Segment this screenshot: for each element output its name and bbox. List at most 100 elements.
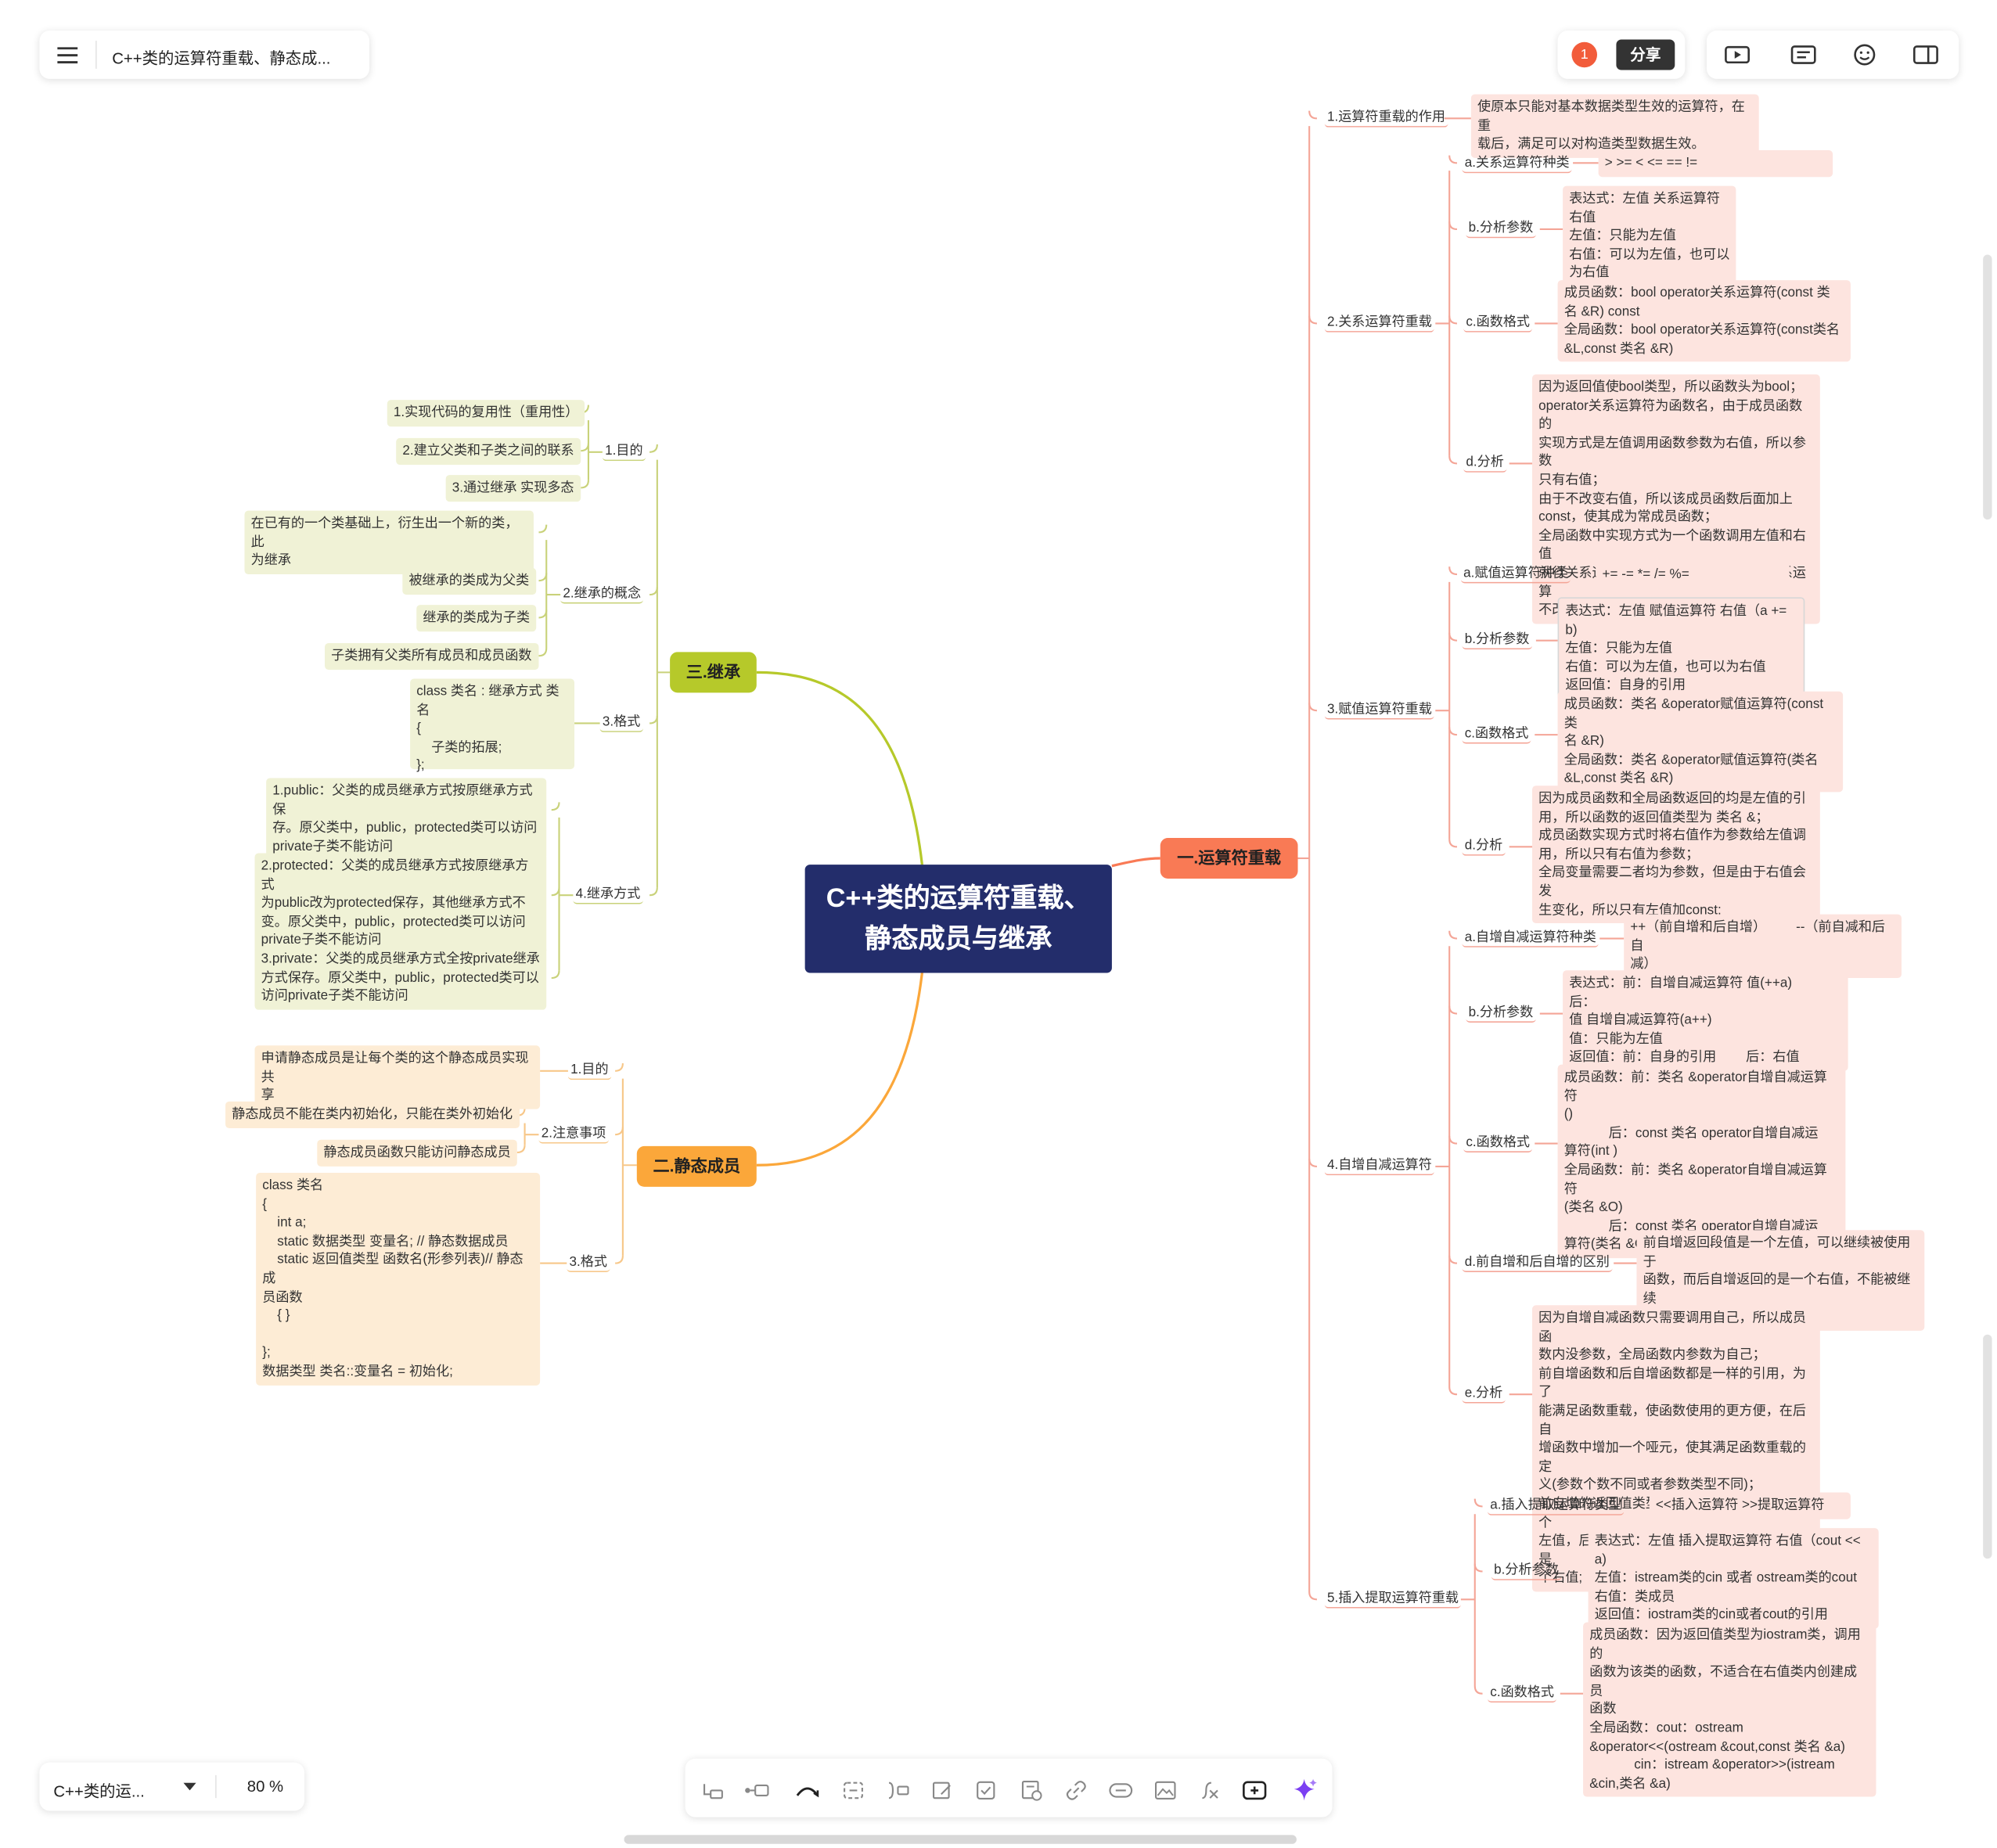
b3-s2-elbow-3 xyxy=(538,648,548,657)
b1-s5-a-label[interactable]: a.插入提取运算符类型 xyxy=(1488,1496,1625,1515)
b3-s1-i2[interactable]: 2.建立父类和子类之间的联系 xyxy=(396,437,581,465)
child-topic-icon[interactable] xyxy=(743,1777,771,1805)
b1-s5-elbow-2 xyxy=(1473,1685,1483,1695)
b3-s2-i1[interactable]: 在已有的一个类基础上，衍生出一个新的类，此 为继承 xyxy=(244,510,534,574)
b3-s2-elbow-0 xyxy=(538,524,548,534)
b1-s5-b-text[interactable]: 表达式：左值 插入提取运算符 右值（cout << a) 左值：istream类… xyxy=(1588,1528,1879,1629)
outline-view-icon[interactable] xyxy=(1790,43,1816,66)
b1-s3-c-text[interactable]: 成员函数：类名 &operator赋值运算符(const 类 名 &R) 全局函… xyxy=(1557,691,1844,793)
connector-curve-icon[interactable] xyxy=(793,1777,822,1805)
sibling-topic-icon[interactable] xyxy=(698,1777,726,1805)
b3-spine-elbow-2 xyxy=(649,715,658,724)
branch-static-members[interactable]: 二.静态成员 xyxy=(636,1145,757,1187)
b1-s4-b-label[interactable]: b.分析参数 xyxy=(1466,1004,1536,1023)
b3-s4-i1[interactable]: 1.public：父类的成员继承方式按原继承方式保 存。原父类中，public，… xyxy=(266,778,547,861)
vertical-scrollbar-bottom[interactable] xyxy=(1983,1334,1992,1559)
b2-s2-i1[interactable]: 静态成员不能在类内初始化，只能在类外初始化 xyxy=(225,1101,520,1128)
b1-s5-c-text[interactable]: 成员函数：因为返回值类型为iostram类，调用的 函数为该类的函数，不适合在右… xyxy=(1583,1622,1876,1798)
b2-s2-i2[interactable]: 静态成员函数只能访问静态成员 xyxy=(317,1139,517,1167)
b2-s1-text[interactable]: 申请静态成员是让每个类的这个静态成员实现共 享 xyxy=(254,1045,541,1109)
branch-operator-overload[interactable]: 一.运算符重载 xyxy=(1160,837,1298,879)
document-select[interactable]: C++类的运... xyxy=(53,1782,145,1801)
b1-s4-b-text[interactable]: 表达式：前：自增自减运算符 值(++a) 后： 值 自增自减运算符(a++) 值… xyxy=(1563,970,1848,1071)
b1-s3-a-label[interactable]: a.赋值运算符种类 xyxy=(1460,564,1571,584)
document-title[interactable]: C++类的运算符重载、静态成... xyxy=(112,49,331,68)
b3-s2-i2[interactable]: 被继承的类成为父类 xyxy=(402,567,536,595)
root-topic[interactable]: C++类的运算符重载、静态成员与继承 xyxy=(804,865,1112,973)
task-icon[interactable] xyxy=(1017,1777,1045,1805)
chevron-down-icon[interactable] xyxy=(182,1779,198,1795)
b3-s4-elbow-0 xyxy=(551,802,560,811)
b1-s4-label[interactable]: 4.自增自减运算符 xyxy=(1324,1156,1435,1176)
b1-s5-b-label[interactable]: b.分析参数 xyxy=(1491,1561,1562,1580)
b1-s3-elbow-2 xyxy=(1448,727,1458,736)
summary-icon[interactable] xyxy=(840,1777,868,1805)
b3-s2-i4[interactable]: 子类拥有父类所有成员和成员函数 xyxy=(325,642,538,670)
b1-s5-label[interactable]: 5.插入提取运算符重载 xyxy=(1324,1589,1462,1609)
boundary-icon[interactable] xyxy=(884,1777,912,1805)
ai-sparkle-icon[interactable] xyxy=(1291,1777,1319,1805)
b3-s1-label[interactable]: 1.目的 xyxy=(602,442,646,462)
b3-s4-i2[interactable]: 2.protected：父类的成员继承方式按原继承方式 为public改为pro… xyxy=(254,853,547,955)
b3-s2-i3[interactable]: 继承的类成为子类 xyxy=(416,605,537,631)
b1-s2-a-text[interactable]: > >= < <= == != xyxy=(1598,150,1833,177)
emoji-icon[interactable] xyxy=(1852,42,1878,68)
notification-badge[interactable]: 1 xyxy=(1571,41,1598,68)
vertical-scrollbar-top[interactable] xyxy=(1983,254,1992,520)
b1-s5-c-label[interactable]: c.函数格式 xyxy=(1488,1684,1557,1703)
b1-s1-label[interactable]: 1.运算符重载的作用 xyxy=(1324,108,1448,128)
b1-s4-c-label[interactable]: c.函数格式 xyxy=(1463,1134,1533,1152)
b1-s4-a-label[interactable]: a.自增自减运算符种类 xyxy=(1462,929,1599,947)
b1-s2-c-label[interactable]: c.函数格式 xyxy=(1463,313,1533,333)
b1-s4-e-label[interactable]: e.分析 xyxy=(1462,1384,1506,1404)
b1-s3-d-text[interactable]: 因为成员函数和全局函数返回的均是左值的引 用，所以函数的返回值类型为 类名 &；… xyxy=(1532,786,1820,924)
b1-s1-text[interactable]: 使原本只能对基本数据类型生效的运算符，在重 载后，满足可以对构造类型数据生效。 xyxy=(1470,94,1759,158)
b3-s3-text[interactable]: class 类名 : 继承方式 类名 { 子类的拓展; }; xyxy=(410,678,575,774)
label-tag-icon[interactable] xyxy=(1106,1777,1135,1805)
b2-s2-label[interactable]: 2.注意事项 xyxy=(538,1124,609,1144)
b3-s4-label[interactable]: 4.继承方式 xyxy=(573,885,643,904)
b1-s2-a-label[interactable]: a.关系运算符种类 xyxy=(1462,154,1572,174)
branch-inheritance[interactable]: 三.继承 xyxy=(670,652,757,693)
b1-s4-c-text[interactable]: 成员函数：前：类名 &operator自增自减运算符 () 后：const 类名… xyxy=(1557,1064,1846,1258)
b1-s3-d-label[interactable]: d.分析 xyxy=(1462,836,1506,856)
b3-s2-label[interactable]: 2.继承的概念 xyxy=(560,584,644,604)
b3-s1-i1[interactable]: 1.实现代码的复用性（重用性） xyxy=(387,400,585,426)
share-button[interactable]: 分享 xyxy=(1616,39,1675,70)
b2-s3-text[interactable]: class 类名 { int a; static 数据类型 变量名; // 静态… xyxy=(256,1173,541,1386)
b2-s3-label[interactable]: 3.格式 xyxy=(567,1253,610,1272)
b3-s3-label[interactable]: 3.格式 xyxy=(599,713,643,732)
link-icon[interactable] xyxy=(1062,1777,1090,1805)
image-icon[interactable] xyxy=(1151,1777,1179,1805)
bottom-status-panel: C++类的运... 80 % xyxy=(39,1762,304,1811)
b1-s4-elbow-2 xyxy=(1448,1135,1458,1145)
b1-s2-d-label[interactable]: d.分析 xyxy=(1463,453,1507,473)
formula-icon[interactable] xyxy=(1196,1777,1224,1805)
b1-s4-a-text[interactable]: ++（前自增和后自增） --（前自减和后自 减） xyxy=(1624,914,1902,978)
b1-s2-c-text[interactable]: 成员函数：bool operator关系运算符(const 类 名 &R) co… xyxy=(1557,280,1851,362)
b1-s3-b-label[interactable]: b.分析参数 xyxy=(1462,631,1532,650)
checkbox-icon[interactable] xyxy=(972,1777,1000,1805)
zoom-level[interactable]: 80 % xyxy=(246,1778,284,1796)
note-icon[interactable] xyxy=(929,1777,957,1805)
insert-plus-icon[interactable] xyxy=(1240,1777,1268,1805)
b1-s5-a-text[interactable]: <<插入运算符 >>提取运算符 xyxy=(1649,1492,1851,1519)
b1-s3-a-text[interactable]: += -= *= /= %= xyxy=(1596,561,1790,588)
horizontal-scrollbar[interactable] xyxy=(624,1835,1297,1844)
share-panel: 1 分享 xyxy=(1557,31,1686,79)
b2-s1-label[interactable]: 1.目的 xyxy=(567,1061,611,1080)
b1-s3-c-label[interactable]: c.函数格式 xyxy=(1462,724,1531,744)
b1-s2-label[interactable]: 2.关系运算符重载 xyxy=(1324,313,1435,333)
b3-spine-elbow-0 xyxy=(649,444,658,453)
b1-s3-b-text[interactable]: 表达式：左值 赋值运算符 右值（a += b) 左值：只能为左值 右值：可以为左… xyxy=(1557,597,1805,701)
b3-s1-i3[interactable]: 3.通过继承 实现多态 xyxy=(445,475,581,502)
b3-s4-i3[interactable]: 3.private：父类的成员继承方式全按private继承 方式保存。原父类中… xyxy=(254,946,547,1010)
menu-icon[interactable] xyxy=(55,42,81,68)
presentation-play-icon[interactable] xyxy=(1725,43,1751,66)
b1-s2-b-label[interactable]: b.分析参数 xyxy=(1466,219,1536,239)
b1-s3-label[interactable]: 3.赋值运算符重载 xyxy=(1324,700,1435,720)
side-panel-icon[interactable] xyxy=(1912,43,1939,66)
b3-s4-elbow-2 xyxy=(551,970,560,980)
b1-s4-d-label[interactable]: d.前自增和后自增的区别 xyxy=(1462,1253,1613,1272)
